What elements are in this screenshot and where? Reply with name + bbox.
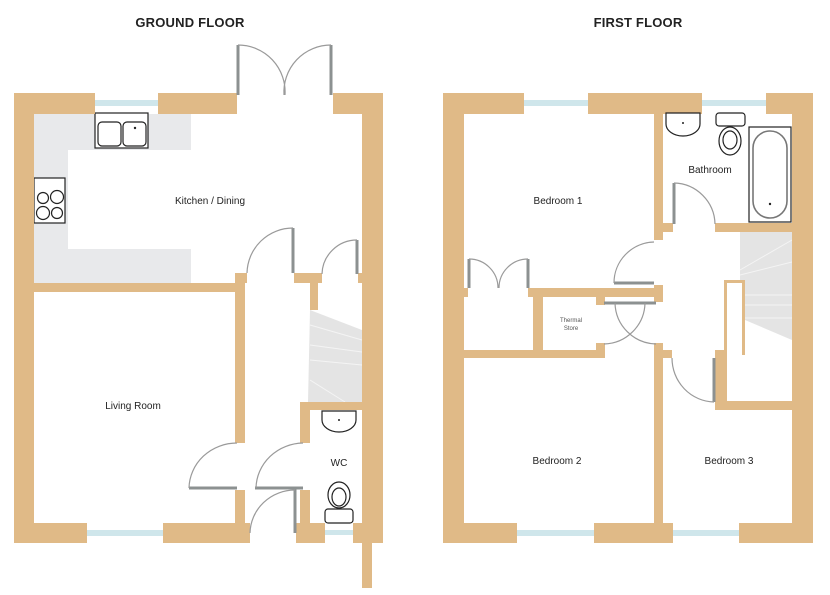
room-label-wc: WC <box>331 458 348 469</box>
first-windows <box>517 100 766 536</box>
ground-windows <box>87 100 353 536</box>
first-floor-title: FIRST FLOOR <box>594 15 683 30</box>
wc-basin-icon <box>321 410 357 433</box>
room-label-bathroom: Bathroom <box>688 165 731 176</box>
stair-treads <box>739 239 793 319</box>
room-label-kitchen: Kitchen / Dining <box>175 196 245 207</box>
stairs <box>308 310 362 402</box>
hob-icon <box>33 177 66 224</box>
room-label-thermal-store-line2: Store <box>564 326 579 332</box>
room-label-living-room: Living Room <box>105 401 161 412</box>
front-door <box>249 488 297 534</box>
ground-walls <box>14 93 383 588</box>
toilet-icon <box>715 112 746 156</box>
room-label-bedroom-1: Bedroom 1 <box>534 196 583 207</box>
cupboard-door <box>321 239 359 275</box>
toilet-icon <box>324 481 354 524</box>
living-room-door <box>188 442 238 490</box>
thermal-store-doors <box>603 301 657 345</box>
first-floor: FIRST FLOOR <box>443 15 813 543</box>
stairs <box>740 232 792 340</box>
stair-treads <box>309 324 363 403</box>
french-doors <box>236 44 333 96</box>
sink-icon <box>94 112 149 149</box>
room-label-bedroom-3: Bedroom 3 <box>705 456 754 467</box>
bedroom1-door <box>613 241 655 285</box>
bath-icon <box>748 126 792 223</box>
room-label-bedroom-2: Bedroom 2 <box>533 456 582 467</box>
ground-floor: GROUND FLOOR <box>14 15 383 588</box>
first-walls <box>443 93 813 543</box>
bathroom-basin-icon <box>665 112 701 137</box>
bathroom-door <box>672 182 716 225</box>
kitchen-door <box>246 227 295 274</box>
wardrobe-doors <box>467 258 530 289</box>
wc-door <box>255 442 304 490</box>
ground-floor-title: GROUND FLOOR <box>135 15 245 30</box>
bedroom3-door <box>671 357 716 403</box>
room-label-thermal-store-line1: Thermal <box>560 318 582 324</box>
